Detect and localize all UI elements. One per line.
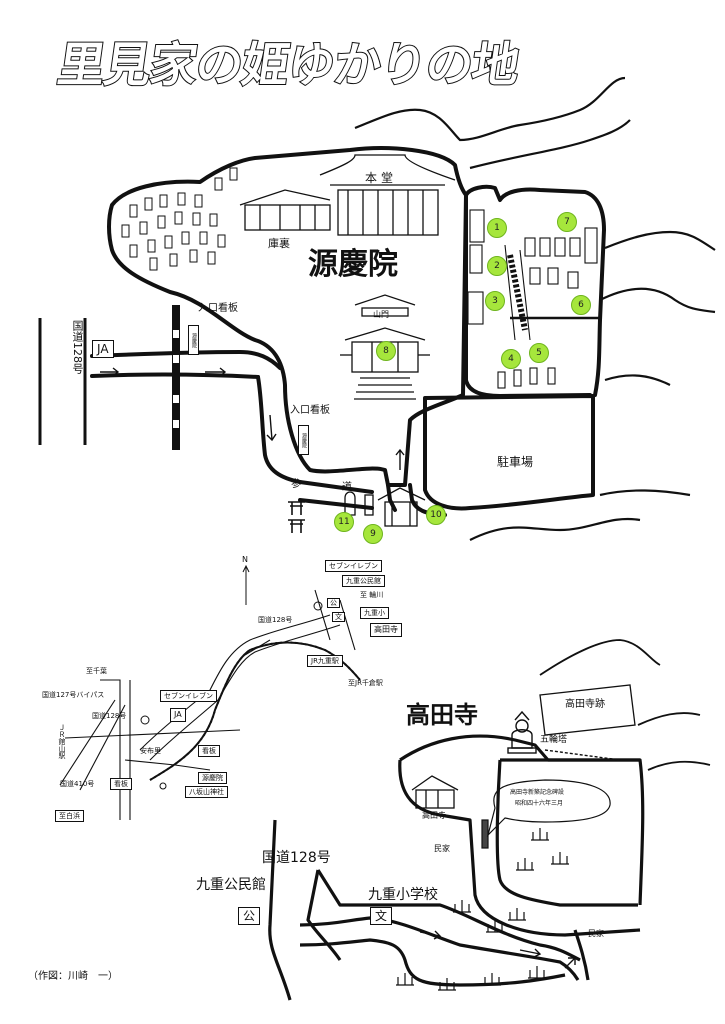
north-label: N [242,555,248,564]
monument-callout [481,779,611,849]
marker-7: 7 [557,212,577,232]
route128-overview-label: 国道128号 [258,616,293,624]
seven-eleven-left-label: セブンイレブン [160,690,217,703]
marker-10: 10 [426,505,446,525]
to-wakawa-label: 至 輪川 [360,591,384,599]
koudenji-ruins-box [539,684,636,736]
marker-6: 6 [571,295,591,315]
overview-markers [140,601,323,790]
kokonoe-kominkan-label: 九重公民館 [342,575,385,588]
entrance-signboard-1: 源慶院 [188,325,199,355]
yasakayama-label: 八坂山神社 [185,786,228,799]
torii-marks [288,501,305,533]
koudenji-ruins-label: 高田寺跡 [565,699,605,710]
bun-box-overview: 文 [332,612,345,623]
route128-vertical-label: 国道128号 [71,320,84,374]
koudenji-title: 高田寺 [406,701,478,729]
entrance-sign-label-2: 入口看板 [290,405,330,416]
to-shirahama-label: 至白浜 [55,810,84,823]
mountain-ridges [354,76,716,541]
small-shrine [344,487,426,527]
marker-9: 9 [363,524,383,544]
railway-upper [172,305,180,450]
minka-label-1: 民家 [434,844,450,853]
koudenji-boundary [398,734,645,937]
marker-8: 8 [376,341,396,361]
route128-upper [38,318,87,445]
hondo-label: 本堂 [365,171,398,185]
koudenji-temple-label: 高田寺 [422,811,446,820]
marker-4: 4 [501,349,521,369]
upper-map-roads [90,146,606,517]
grass-marks [396,828,569,991]
hondo-building [239,154,456,236]
ko-box-bottom: 公 [238,907,261,926]
sando-label: 参 [291,479,301,490]
kanban-left-label: 看板 [110,778,132,791]
marker-11: 11 [334,512,354,532]
monument-line-2: 昭和四十六年三月 [515,800,564,807]
anpuri-label: 安布里 [140,747,161,755]
sanmon-label: 山門 [373,310,389,319]
bun-box-bottom: 文 [370,907,393,926]
credit-label: （作図：川崎 一） [28,971,118,982]
koudenji-building [411,775,459,809]
michi-label: 道 [342,482,352,493]
kokonoe-sho-label: 九重小 [360,607,389,620]
ja-box-upper: JA [92,340,114,359]
right-monuments [467,209,600,389]
ko-box-overview: 公 [327,598,340,609]
monument-line-1: 高田寺新築記念碑設 [510,789,565,796]
gorinto [507,710,537,754]
to-jr-chikura-label: 至JR千倉駅 [348,679,383,687]
sanmon-gate [340,294,430,400]
route410-label: 国道410号 [60,780,95,788]
bottom-roads [268,819,590,1001]
route128-left-label: 国道128号 [92,712,127,720]
marker-2: 2 [487,256,507,276]
gorinto-path [544,749,621,761]
north-arrow [242,564,250,605]
entrance-sign-label-1: 入口看板 [198,303,238,314]
gorinto-label: 五輪塔 [540,735,568,745]
koudenji-mountains [539,639,711,771]
temple-name-label: 源慶院 [308,247,398,282]
to-chiba-label: 至千葉 [86,667,107,675]
genkeiin-overview-label: 源慶院 [198,772,227,785]
direction-arrows-upper [100,367,405,470]
overview-railway [149,641,361,781]
minka-label-2: 民家 [588,929,604,938]
seven-eleven-top-label: セブンイレブン [325,560,382,573]
route128-bottom-label: 国道128号 [262,850,331,866]
graves-left [121,167,238,271]
ja-box-overview: JA [170,708,186,722]
koudenji-overview-label: 高田寺 [370,623,402,637]
parking-label: 駐車場 [497,455,534,469]
kominkan-label: 九重公民館 [196,877,266,893]
marker-3: 3 [485,291,505,311]
bottom-arrows [419,930,576,969]
entrance-signboard-2: 源慶院 [298,425,309,455]
jr-tateyama-label: ＪＲ館山駅 [58,724,66,759]
kuri-label: 庫裏 [268,237,290,250]
school-label: 九重小学校 [368,887,438,903]
kanban-right-label: 看板 [198,745,220,758]
jr-kokonoe-label: JR九重駅 [307,655,343,668]
bypass127-label: 国道127号バイパス [42,691,105,699]
page-title: 里見家の姫ゆかりの地 [53,37,523,94]
marker-5: 5 [529,343,549,363]
marker-1: 1 [487,218,507,238]
